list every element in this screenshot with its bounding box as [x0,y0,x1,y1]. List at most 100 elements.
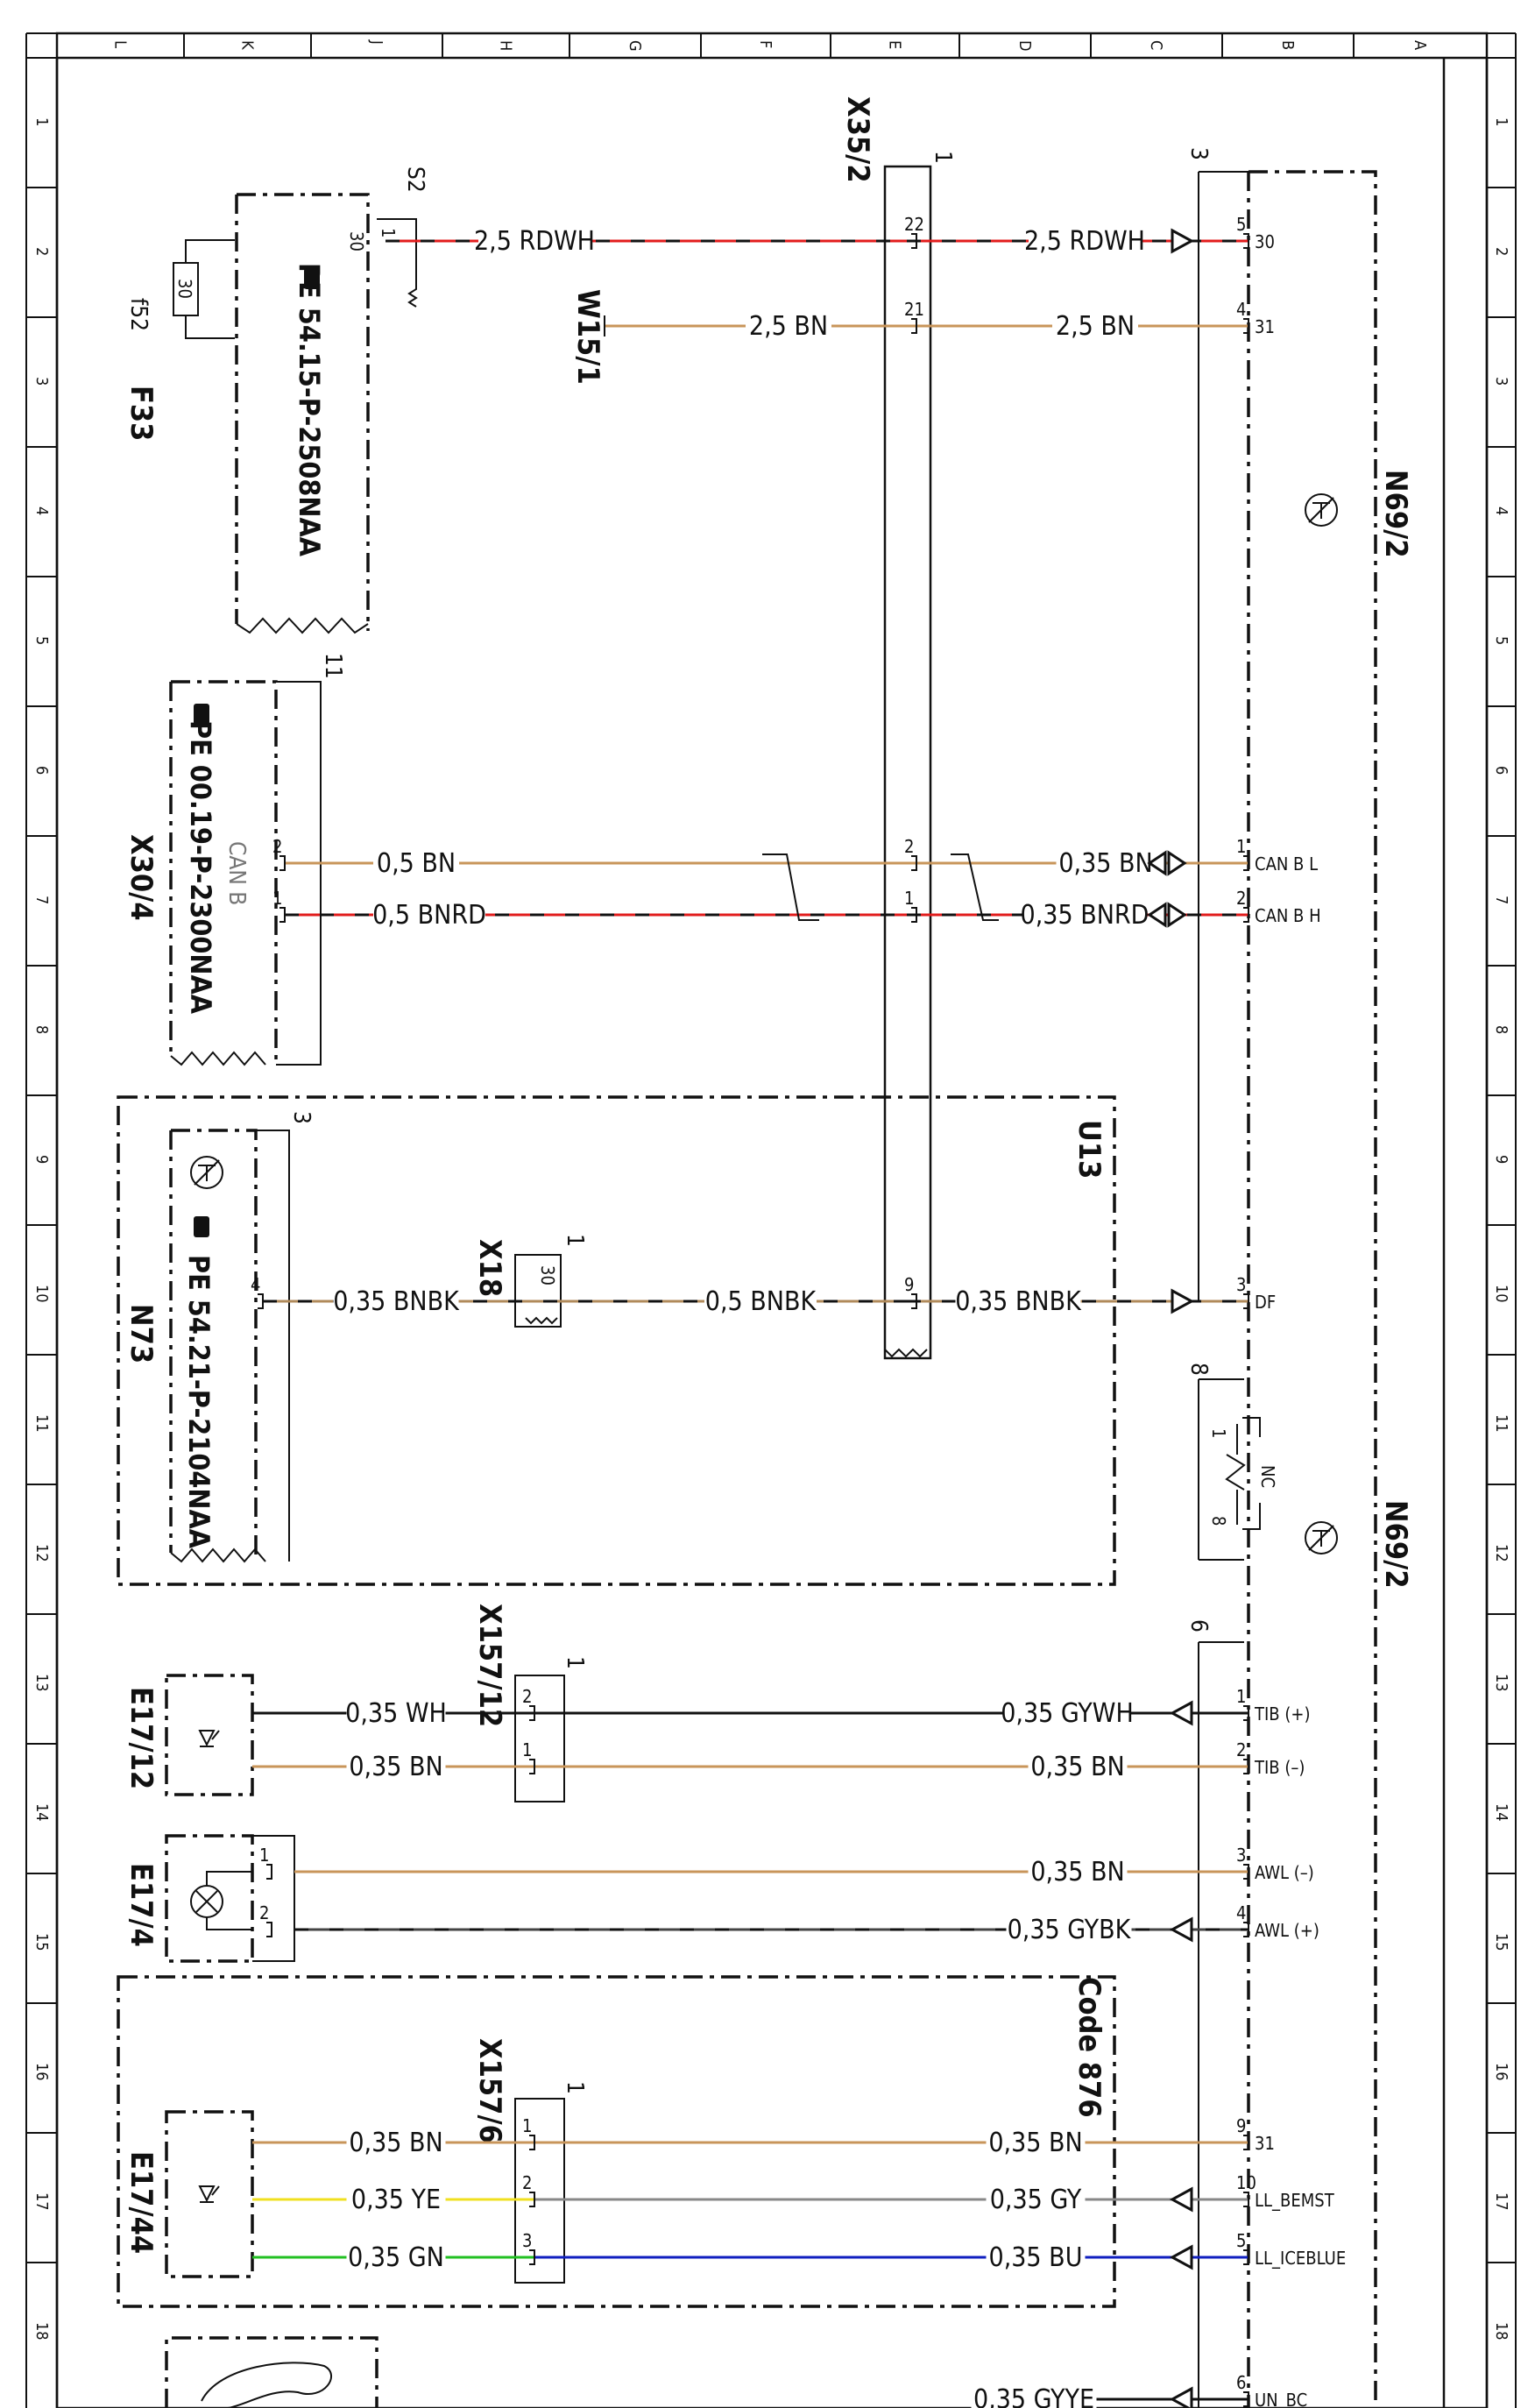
x35-2-number: 1 [930,151,956,164]
pin-terminal [1243,233,1249,249]
n69-pin: 5 [1236,214,1246,235]
row-number-right: 3 [1492,377,1510,386]
row-number-right: 4 [1492,506,1510,515]
led-icon [198,1730,220,1747]
x18-pin-30: 30 [537,1265,558,1285]
n69-2-pin-8: 8 [1208,1516,1229,1526]
sensor-outline-icon [201,2362,333,2408]
wire-label: 0,35 BNRD [1021,900,1149,931]
wire-label: 0,35 BNBK [955,1286,1082,1317]
row-number-right: 12 [1492,1544,1510,1562]
row-number-right: 5 [1492,636,1510,645]
row-number-left: 16 [32,2063,51,2081]
control-unit-icon [1305,493,1338,527]
x35-pin: 22 [904,214,924,235]
x30-pin: 1 [272,888,282,909]
direction-arrow [1169,2186,1193,2213]
bidirectional-arrow [1147,850,1187,876]
x157-6-connector [514,2098,565,2284]
n69-pin: 9 [1236,2115,1246,2136]
column-letter: E [886,40,904,49]
pin-terminal [911,233,917,249]
row-number-right: 8 [1492,1025,1510,1034]
control-unit-icon [190,1156,223,1189]
pin-terminal [1243,1759,1249,1774]
n69-pin: 3 [1236,1845,1246,1866]
f52-value: 30 [174,279,195,299]
n69-2-pin-1: 1 [1208,1428,1229,1438]
pe-54-15-pin-30: 30 [346,231,367,251]
wire-label: 2,5 RDWH [1024,226,1145,257]
x18-number: 1 [562,1234,588,1247]
x35-pin: 2 [904,836,914,857]
pin-terminal [279,855,286,871]
x30-4-label: X30/4 [124,834,159,921]
signal-name: 30 [1255,231,1275,252]
direction-arrow [1171,228,1195,254]
column-letter: J [367,39,386,45]
pin-terminal [529,1759,535,1774]
nc-label: NC [1257,1465,1278,1488]
pe-54-15-label: PE 54.15-P-2508NAA [293,263,326,557]
row-number-left: 9 [32,1155,51,1164]
wire-label-bg [346,2187,446,2212]
direction-arrow [1169,2244,1193,2270]
s2-label: S2 [402,166,428,193]
wire-label-bg [986,2187,1086,2212]
e17-pin: 1 [259,1845,269,1866]
u13-label: U13 [1072,1120,1107,1179]
wire-label-bg [704,1289,817,1314]
pin-terminal [1243,2391,1249,2407]
row-number-left: 3 [32,377,51,386]
wire-label-bg [1052,314,1138,338]
pin-terminal [529,2249,535,2265]
pin-terminal [911,1293,917,1309]
pin-terminal [1243,1922,1249,1937]
e17-44-box [165,2110,254,2278]
wire-label: 0,5 BNRD [372,900,486,931]
x157-6-label: X157/6 [472,2038,507,2143]
wire-label: 0,35 BN [349,2128,442,2158]
row-number-left: 14 [32,1803,51,1822]
reference-hand-icon [304,268,320,289]
column-letter: L [111,40,130,48]
reference-hand-icon [194,704,209,725]
row-number-right: 7 [1492,896,1510,904]
column-letter: H [497,40,515,51]
n69-pin: 3 [1236,1274,1246,1295]
row-number-left: 8 [32,1025,51,1034]
wire-label: 0,35 BN [1030,1857,1124,1887]
wire-label: 0,35 GN [348,2242,444,2273]
wire-label: 0,35 BN [1030,1752,1124,1782]
wire-label-bg [333,1289,459,1314]
wire-label: 0,35 BN [349,1752,442,1782]
wire-label-bg [346,1754,446,1779]
row-number-left: 18 [32,2322,51,2341]
wire-label-bg [1022,903,1148,927]
wire-label: 2,5 BN [749,311,828,342]
pin-terminal [258,1293,264,1309]
wire-label-bg [1028,1754,1128,1779]
column-letter: K [238,40,257,50]
pin-terminal [1243,1705,1249,1721]
row-number-left: 10 [32,1285,51,1303]
wire-label-bg [346,2245,446,2270]
x157-12-label: X157/12 [472,1604,507,1727]
wire-label-bg [971,2387,1097,2408]
wire-label-bg [346,1701,446,1725]
direction-arrow [1169,1916,1193,1943]
n69-2-top-number: 3 [1185,147,1212,160]
pin-terminal [1243,2135,1249,2150]
row-number-left: 1 [32,117,51,126]
pin-terminal [266,1864,272,1880]
signal-name: CAN B L [1255,853,1318,875]
row-number-left: 11 [32,1414,51,1433]
wire-label-bg [986,2130,1086,2155]
signal-name: UN_BC [1255,2390,1307,2408]
u13-box [117,1095,1116,1586]
row-number-right: 16 [1492,2063,1510,2081]
control-unit-icon [1305,1521,1338,1555]
pin-terminal [911,907,917,923]
wire-label: 0,35 GYBK [1008,1915,1132,1945]
